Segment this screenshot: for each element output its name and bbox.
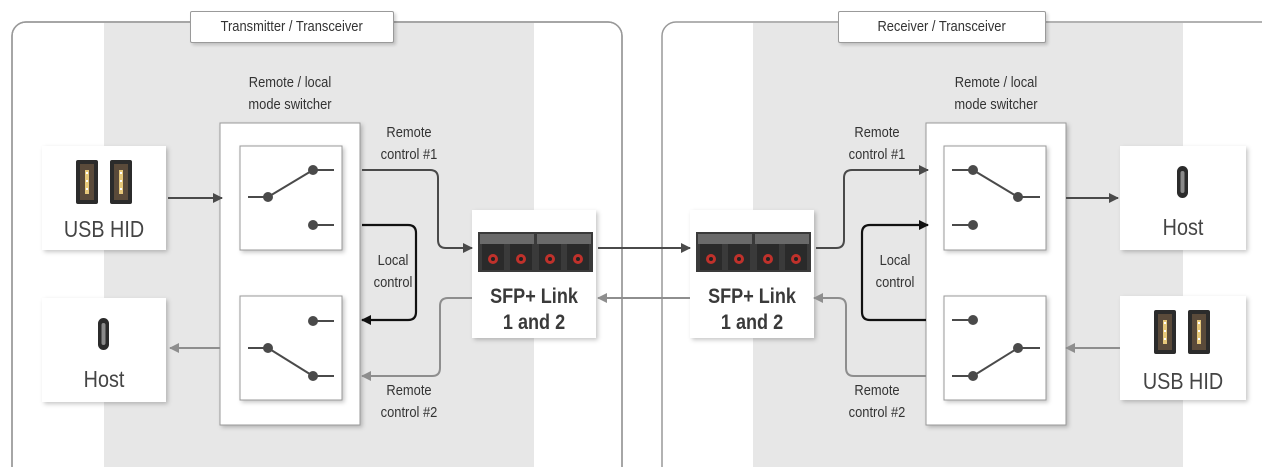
left-local-label-line2: control: [373, 274, 413, 291]
left-remote1-label-line1: Remote: [386, 124, 432, 141]
right-sfp-label-line2: 1 and 2: [720, 311, 784, 334]
left-switcher-label-line1: Remote / local: [248, 74, 332, 91]
left-sfp-label-line2: 1 and 2: [502, 311, 566, 334]
usb-hid-box-right: [1120, 296, 1246, 400]
right-sfp-label-line1: SFP+ Link: [708, 285, 796, 308]
switch-1-right: [943, 145, 1047, 251]
sfp-box-right: [690, 210, 814, 338]
left-panel-title: Transmitter / Transceiver: [190, 11, 394, 43]
left-remote2-label-line2: control #2: [380, 404, 438, 421]
left-remote2-label-line1: Remote: [386, 382, 432, 399]
left-remote1-label-line2: control #1: [380, 146, 438, 163]
right-remote2-label-line2: control #2: [848, 404, 906, 421]
right-panel: [597, 21, 1262, 467]
right-host-label: Host: [1162, 214, 1204, 240]
right-usb-hid-label: USB HID: [1142, 368, 1224, 394]
left-local-label-line1: Local: [377, 252, 409, 269]
right-switcher-label-line1: Remote / local: [954, 74, 1038, 91]
host-box-right: [1120, 146, 1246, 250]
usb-hid-box: [42, 146, 166, 250]
right-local-label-line2: control: [875, 274, 915, 291]
sfp-box-left: [472, 210, 596, 338]
right-remote1-label-line1: Remote: [854, 124, 900, 141]
right-remote2-label-line1: Remote: [854, 382, 900, 399]
right-panel-title: Receiver / Transceiver: [838, 11, 1046, 43]
left-sfp-label-line1: SFP+ Link: [490, 285, 578, 308]
left-panel: [11, 21, 623, 467]
left-switcher-label-line2: mode switcher: [248, 96, 332, 113]
right-switcher-label-line2: mode switcher: [954, 96, 1038, 113]
right-remote1-label-line2: control #1: [848, 146, 906, 163]
left-host-label: Host: [83, 366, 125, 392]
host-box: [42, 298, 166, 402]
left-usb-hid-label: USB HID: [63, 216, 145, 242]
right-local-label-line1: Local: [879, 252, 911, 269]
